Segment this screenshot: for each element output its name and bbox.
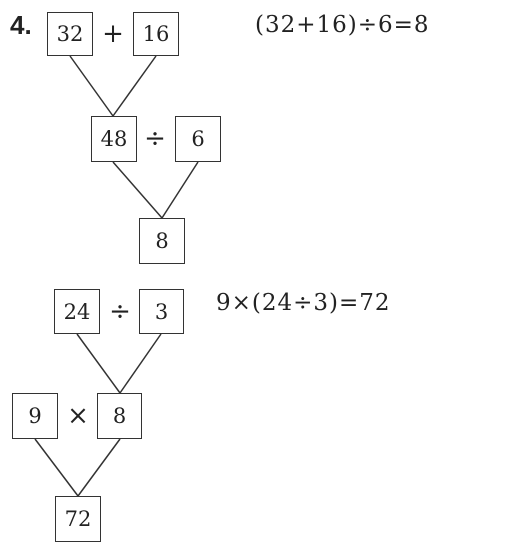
tree1-equation: (32+16)÷6=8 xyxy=(255,12,430,38)
tree1-mid-right-box: 6 xyxy=(175,116,221,162)
tree2-equation: 9×(24÷3)=72 xyxy=(216,290,391,316)
tree2-top-left-box: 24 xyxy=(54,289,100,334)
tree2-mid-right-box: 8 xyxy=(97,393,142,439)
connector-line xyxy=(112,161,163,219)
tree2-mid-left-box: 9 xyxy=(12,393,58,439)
tree1-divide-operator: ÷ xyxy=(144,124,166,154)
connector-line xyxy=(119,333,162,394)
tree2-result-box: 72 xyxy=(55,496,101,542)
tree2-divide-operator: ÷ xyxy=(109,297,131,327)
connector-line xyxy=(161,161,199,219)
tree1-mid-left-box: 48 xyxy=(91,116,137,162)
question-number: 4. xyxy=(10,10,32,40)
tree2-top-right-box: 3 xyxy=(139,289,184,334)
connector-line xyxy=(112,55,157,117)
tree2-multiply-operator: × xyxy=(67,401,89,431)
tree1-top-left-box: 32 xyxy=(47,12,93,56)
tree1-top-right-box: 16 xyxy=(133,12,179,56)
connector-line xyxy=(69,55,114,117)
tree1-plus-operator: + xyxy=(102,19,124,49)
tree1-result-box: 8 xyxy=(139,218,185,264)
connector-line xyxy=(76,333,121,394)
connector-line xyxy=(77,438,121,497)
connector-line xyxy=(34,438,79,497)
